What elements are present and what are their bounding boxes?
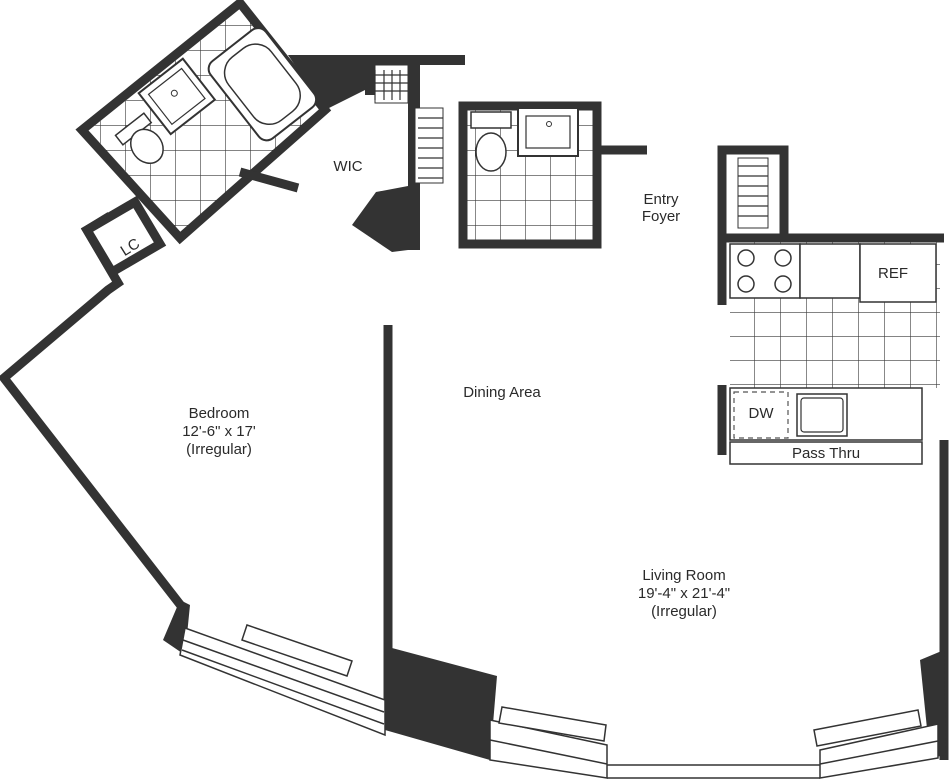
entry-closet [717, 145, 789, 243]
entry-label: Entry [643, 191, 679, 208]
living-room-label: Living Room [642, 567, 725, 584]
windows [179, 626, 939, 779]
pass-thru-label: Pass Thru [792, 445, 860, 462]
wic-closet [365, 55, 465, 250]
kitchen [722, 233, 944, 465]
refrigerator-label: REF [878, 265, 908, 282]
living-room-dimensions: 19'-4" x 21'-4" [638, 585, 730, 602]
bedroom-note: (Irregular) [186, 441, 252, 458]
bedroom-label: Bedroom [189, 405, 250, 422]
foyer-label: Foyer [642, 208, 680, 225]
master-bathroom [75, 0, 332, 245]
wall-blocks [163, 55, 946, 760]
dining-area-label: Dining Area [463, 384, 541, 401]
dishwasher-label: DW [749, 405, 775, 422]
radiators [241, 624, 922, 747]
linen-closet [80, 195, 167, 279]
second-bathroom [458, 101, 647, 249]
living-room-note: (Irregular) [651, 603, 717, 620]
bedroom-dimensions: 12'-6" x 17' [182, 423, 256, 440]
wic-label: WIC [333, 158, 362, 175]
